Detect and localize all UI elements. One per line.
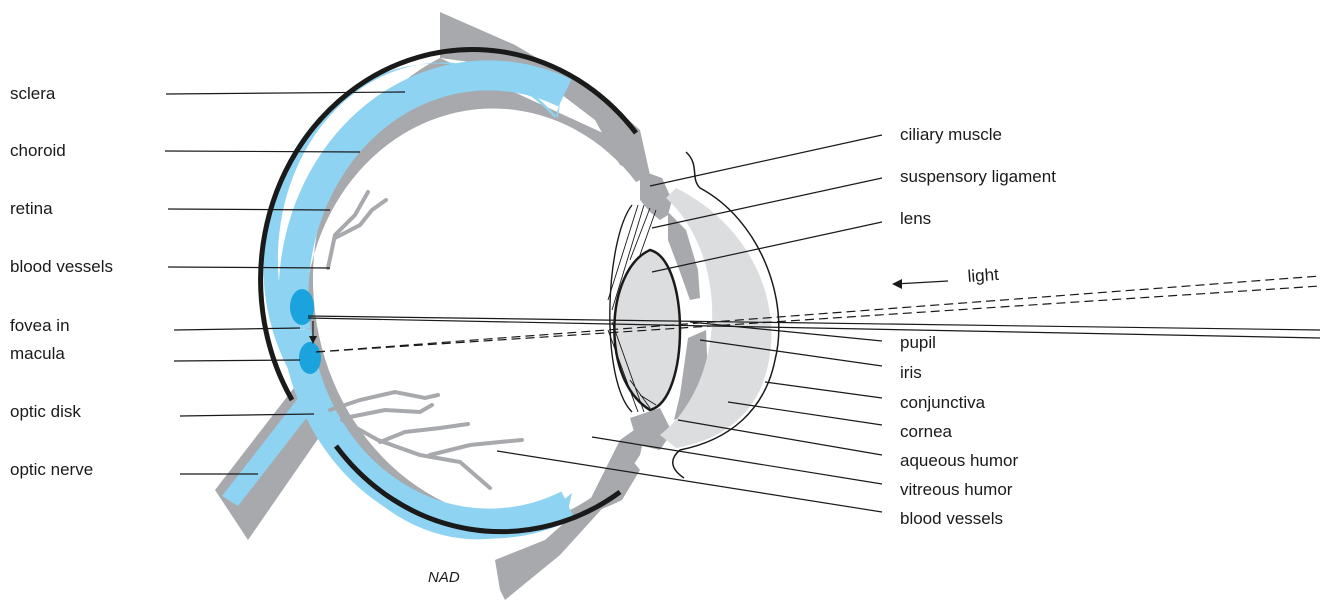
label-optic-disk: optic disk [10, 402, 81, 421]
label-choroid: choroid [10, 141, 66, 160]
label-macula: macula [10, 344, 65, 363]
label-cornea: cornea [900, 422, 953, 441]
label-optic-nerve: optic nerve [10, 460, 93, 479]
label-pupil: pupil [900, 333, 936, 352]
label-sclera: sclera [10, 84, 56, 103]
label-fovea-in: fovea in [10, 316, 70, 335]
label-aqueous-humor: aqueous humor [900, 451, 1018, 470]
label-light: light [967, 265, 1000, 286]
label-iris: iris [900, 363, 922, 382]
label-blood-vessels-right: blood vessels [900, 509, 1003, 528]
label-suspensory-ligament: suspensory ligament [900, 167, 1056, 186]
label-lens: lens [900, 209, 931, 228]
label-ciliary-muscle: ciliary muscle [900, 125, 1002, 144]
label-vitreous-humor: vitreous humor [900, 480, 1013, 499]
left-labels: sclera choroid retina blood vessels fove… [10, 84, 113, 479]
label-conjunctiva: conjunctiva [900, 393, 986, 412]
label-blood-vessels-left: blood vessels [10, 257, 113, 276]
light-arrow [895, 281, 948, 284]
label-retina: retina [10, 199, 53, 218]
light-rays [308, 276, 1320, 352]
artist-signature: NAD [428, 569, 460, 586]
